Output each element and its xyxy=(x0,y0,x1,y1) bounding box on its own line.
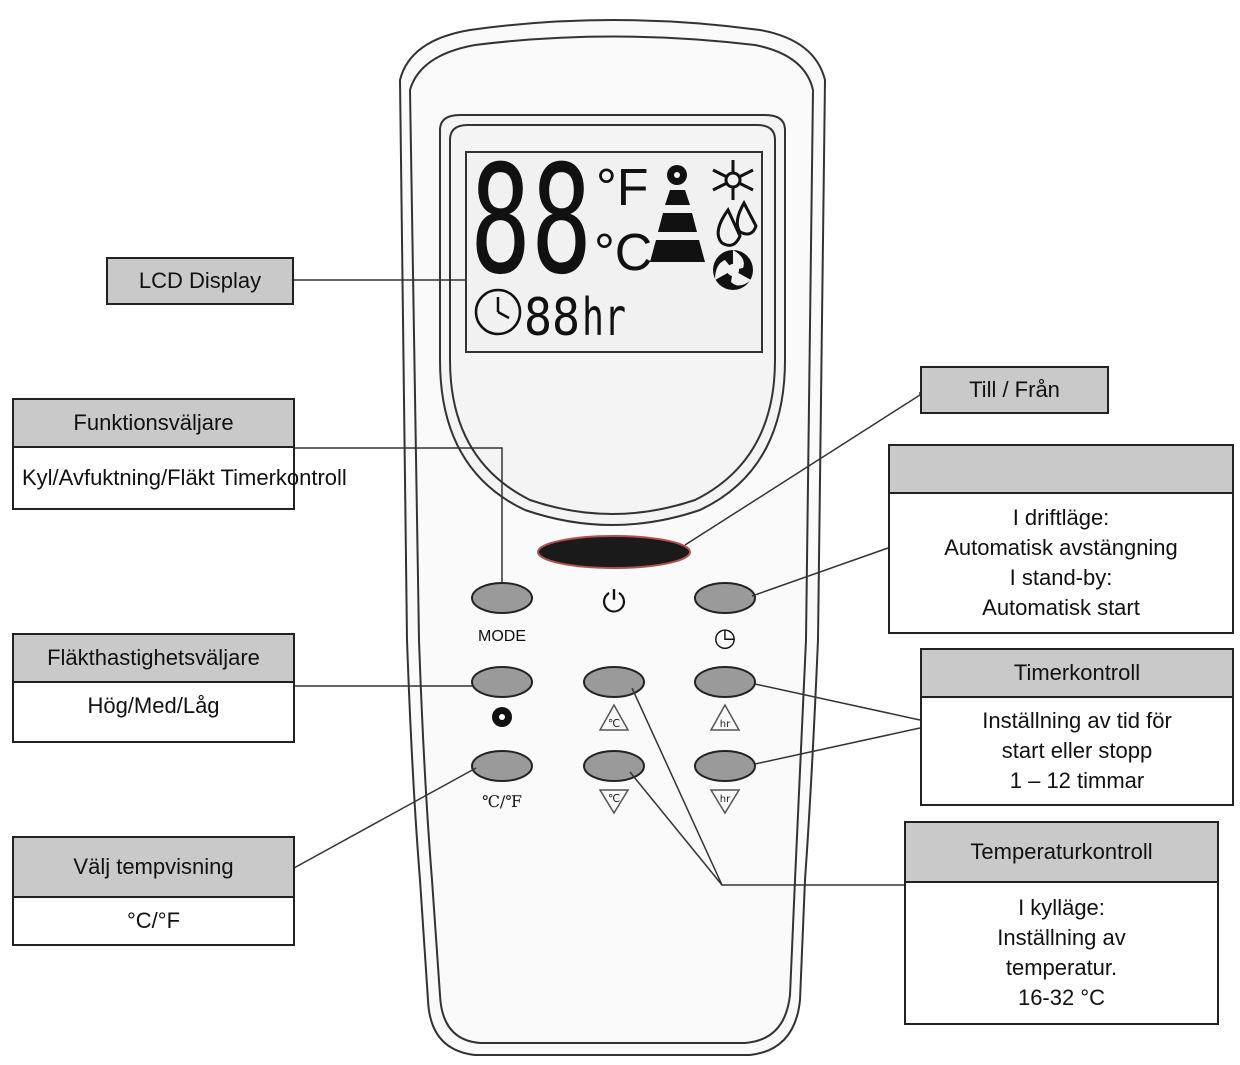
fan-callout-text: Hög/Med/Låg xyxy=(87,693,220,718)
lcd-big-digits: 88 xyxy=(470,134,592,308)
temp-control-callout: Temperaturkontroll I kylläge: Inställnin… xyxy=(904,821,1219,1025)
timer-auto-title xyxy=(890,446,1232,494)
temp-up-button[interactable] xyxy=(583,666,645,698)
lcd-screen: 88 °F °C xyxy=(465,134,763,353)
power-tag: Till / Från xyxy=(920,366,1109,414)
small-fan-icon xyxy=(667,165,687,185)
dehumidify-drops-icon xyxy=(716,199,758,247)
mode-callout-title: Funktionsväljare xyxy=(14,400,293,448)
mode-label: MODE xyxy=(478,628,526,645)
power-button[interactable] xyxy=(537,535,691,569)
svg-text:℃: ℃ xyxy=(608,792,620,805)
mode-callout-text: Kyl/Avfuktning/Fläkt Timerkontroll xyxy=(22,465,347,490)
timer-control-line-3: 1 – 12 timmar xyxy=(1009,768,1145,793)
hr-down-icon: hr xyxy=(709,789,741,815)
temp-control-line-2: Inställning av xyxy=(997,925,1126,950)
fan-speed-bars-icon xyxy=(650,190,705,262)
lcd-timer-unit: hr xyxy=(582,288,626,348)
mode-button[interactable] xyxy=(471,582,533,614)
svg-text:℃: ℃ xyxy=(608,717,620,730)
fan-speed-button-icon xyxy=(492,707,512,727)
temp-control-title: Temperaturkontroll xyxy=(906,823,1217,883)
fan-callout: Fläkthastighetsväljare Hög/Med/Låg xyxy=(12,633,295,743)
hr-up-icon: hr xyxy=(709,703,741,731)
timer-auto-line-3: I stand-by: xyxy=(1009,565,1113,590)
timer-auto-line-2: Automatisk avstängning xyxy=(944,535,1178,560)
temp-control-line-3: temperatur. xyxy=(1005,955,1118,980)
hr-down-button[interactable] xyxy=(694,750,756,782)
timer-button[interactable] xyxy=(694,582,756,614)
timer-control-callout: Timerkontroll Inställning av tid för sta… xyxy=(920,648,1234,806)
timer-auto-callout: I driftläge: Automatisk avstängning I st… xyxy=(888,444,1234,634)
fan-callout-title: Fläkthastighetsväljare xyxy=(14,635,293,683)
timer-auto-line-1: I driftläge: xyxy=(1012,505,1110,530)
timer-control-line-2: start eller stopp xyxy=(1001,738,1153,763)
fan-icon xyxy=(713,250,753,290)
temp-up-icon: ℃ xyxy=(598,703,630,731)
lcd-unit-f: °F xyxy=(596,159,649,217)
svg-text:hr: hr xyxy=(720,794,731,805)
temp-unit-button[interactable] xyxy=(471,750,533,782)
timer-clock-icon: ◷ xyxy=(714,623,737,653)
power-icon: ⏻ xyxy=(602,585,626,620)
lcd-timer-digits: 88 xyxy=(524,288,580,348)
svg-text:hr: hr xyxy=(720,719,731,730)
temp-control-line-4: 16-32 °C xyxy=(1017,985,1106,1010)
timer-control-title: Timerkontroll xyxy=(922,650,1232,698)
temp-display-callout: Välj tempvisning °C/°F xyxy=(12,836,295,946)
temp-down-icon: ℃ xyxy=(598,789,630,815)
lcd-display-tag: LCD Display xyxy=(106,257,294,305)
fan-speed-button[interactable] xyxy=(471,666,533,698)
temp-display-text: °C/°F xyxy=(126,908,181,933)
snowflake-icon xyxy=(712,160,754,200)
temp-down-button[interactable] xyxy=(583,750,645,782)
mode-callout: Funktionsväljare Kyl/Avfuktning/Fläkt Ti… xyxy=(12,398,347,510)
timer-auto-line-4: Automatisk start xyxy=(982,595,1140,620)
hr-up-button[interactable] xyxy=(694,666,756,698)
lcd-unit-c: °C xyxy=(594,224,652,282)
temp-display-title: Välj tempvisning xyxy=(14,838,293,898)
timer-control-line-1: Inställning av tid för xyxy=(982,708,1172,733)
clock-icon xyxy=(474,288,522,336)
temp-control-line-1: I kylläge: xyxy=(1018,895,1105,920)
temp-unit-label: ℃/℉ xyxy=(482,792,522,811)
